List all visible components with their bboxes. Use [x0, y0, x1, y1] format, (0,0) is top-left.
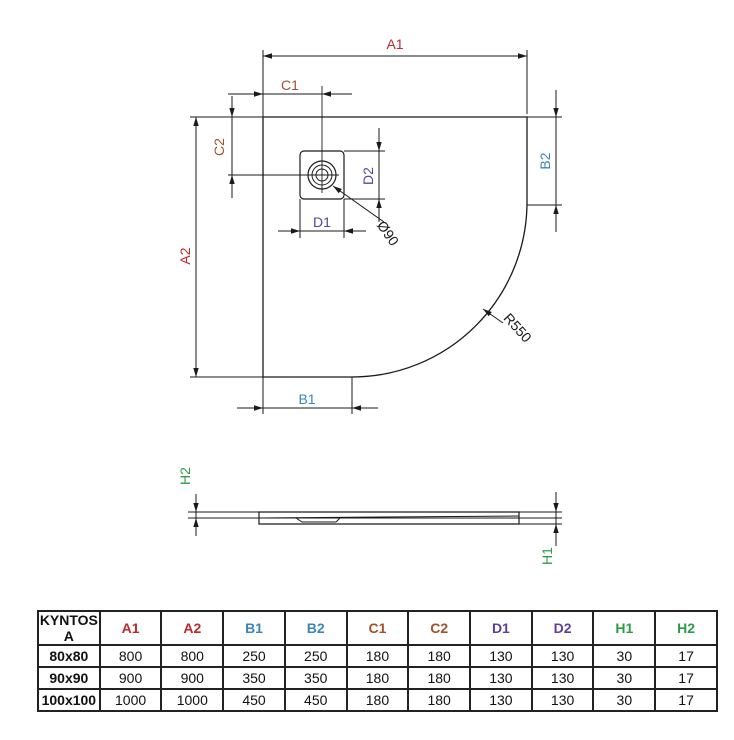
label-h1: H1: [539, 547, 555, 565]
table-cell: 800: [98, 644, 163, 668]
label-h2: H2: [177, 467, 193, 485]
table-cell: 450: [222, 688, 286, 712]
table-header-h2: H2: [654, 610, 718, 646]
table-cell: 250: [222, 644, 286, 668]
top-view: [190, 50, 562, 414]
table-cell: 450: [283, 688, 348, 712]
table-cell: 130: [469, 688, 533, 712]
table-cell: 800: [160, 644, 225, 668]
label-d1: D1: [313, 214, 331, 230]
table-cell: 130: [530, 644, 595, 668]
table-cell: 180: [407, 688, 472, 712]
table-header-d1: D1: [469, 610, 533, 646]
table-header-b1: B1: [222, 610, 286, 646]
label-c1: C1: [281, 77, 299, 93]
table-cell: 30: [592, 688, 657, 712]
technical-drawing: A1 C1 A2 C2 B2 D2 D1 Ø90 R550 B1 H2 H1: [177, 36, 562, 565]
side-view: [188, 492, 562, 546]
table-header-c2: C2: [407, 610, 472, 646]
table-cell: 30: [592, 666, 657, 690]
table-cell-model: 90x90: [37, 666, 101, 690]
label-radius: R550: [501, 310, 535, 346]
label-b2: B2: [537, 152, 553, 169]
table-cell: 130: [469, 644, 533, 668]
table-header-h1: H1: [592, 610, 657, 646]
table-header-c1: C1: [345, 610, 410, 646]
table-cell: 130: [469, 666, 533, 690]
label-drain-diameter: Ø90: [374, 218, 402, 249]
table-header-b2: B2: [283, 610, 348, 646]
table-cell: 350: [283, 666, 348, 690]
table-cell: 130: [530, 666, 595, 690]
label-c2: C2: [211, 138, 227, 156]
table-cell: 17: [654, 666, 718, 690]
table-cell: 17: [654, 644, 718, 668]
dim-radius-leader: [482, 308, 504, 324]
table-cell: 180: [407, 644, 472, 668]
table-cell: 900: [160, 666, 225, 690]
table-cell: 130: [530, 688, 595, 712]
table-cell: 250: [283, 644, 348, 668]
table-cell: 900: [98, 666, 163, 690]
table-cell: 180: [345, 688, 410, 712]
label-a1: A1: [386, 36, 403, 52]
table-cell: 180: [345, 666, 410, 690]
table-cell: 17: [654, 688, 718, 712]
table-cell-model: 100x100: [37, 688, 101, 712]
table-header-model: KYNTOS A: [37, 610, 101, 646]
table-cell: 180: [407, 666, 472, 690]
table-header-d2: D2: [530, 610, 595, 646]
tray-profile: [258, 511, 520, 525]
table-header-a1: A1: [98, 610, 163, 646]
tray-outline: [262, 116, 528, 378]
table-cell-model: 80x80: [37, 644, 101, 668]
table-header-a2: A2: [160, 610, 225, 646]
table-cell: 30: [592, 644, 657, 668]
label-d2: D2: [360, 167, 376, 185]
table-cell: 1000: [160, 688, 225, 712]
dim-diameter-leader: [332, 185, 385, 223]
table-cell: 1000: [98, 688, 163, 712]
dimension-labels: A1 C1 A2 C2 B2 D2 D1 Ø90 R550 B1 H2 H1: [177, 36, 555, 565]
table-cell: 180: [345, 644, 410, 668]
table-cell: 350: [222, 666, 286, 690]
label-a2: A2: [177, 247, 193, 264]
label-b1: B1: [298, 391, 315, 407]
